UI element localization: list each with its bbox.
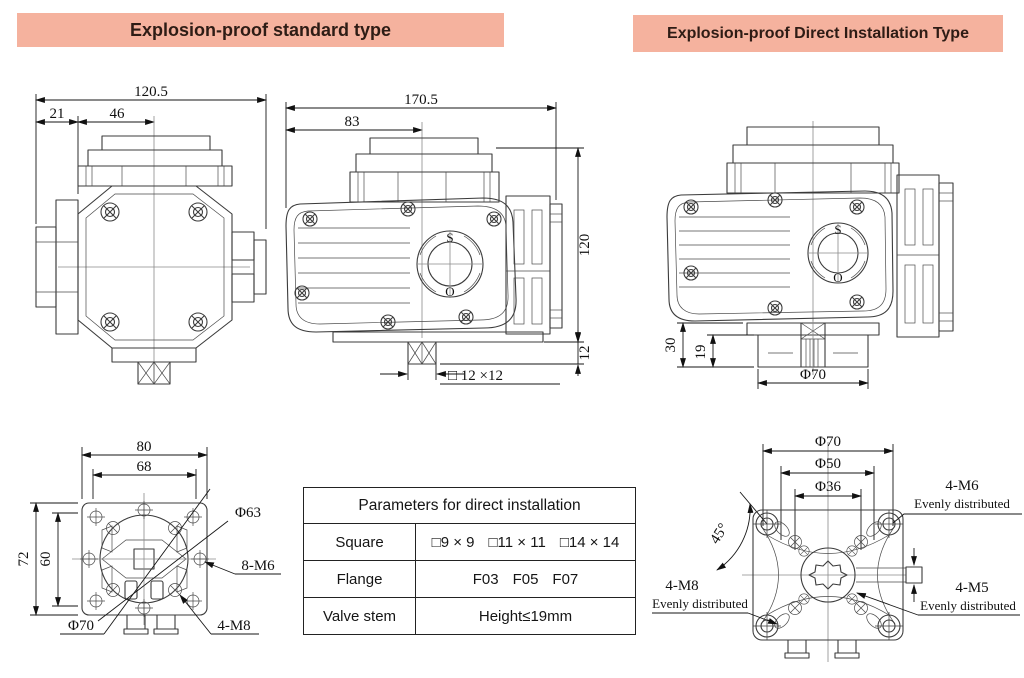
square-option-2: □11 × 11 (488, 533, 546, 551)
direct-indicator-open: O (833, 270, 842, 285)
label-4-m5: 4-M5 (955, 580, 988, 596)
direct-indicator-shut: S (834, 222, 841, 237)
dim-bottom-bolt-spacing-v: 60 (38, 552, 54, 567)
direct-bottom-plate (752, 509, 904, 659)
banner-direct-type-label: Explosion-proof Direct Installation Type (667, 24, 969, 42)
bottom-view-labels: Φ63 8-M6 Φ70 4-M8 (60, 488, 281, 635)
direct-bottom-view-drawing: Φ70 Φ50 Φ36 45° (652, 434, 1022, 662)
front-view-drawing: 120.5 21 46 (35, 84, 267, 385)
dim-bolt-circle-inner: Φ36 (815, 479, 841, 495)
dim-bottom-outer-width: 80 (137, 439, 152, 455)
dim-front-total-width: 120.5 (134, 84, 168, 100)
valve-stem-value: Height≤19mm (478, 607, 573, 625)
label-4-m8: 4-M8 (217, 618, 250, 634)
table-row-valve-stem: Valve stem Height≤19mm (304, 597, 635, 634)
direct-installation-table: Parameters for direct installation Squar… (303, 487, 636, 635)
bottom-view-dimensions: 80 68 72 60 (16, 439, 208, 616)
label-4-m5-note: Evenly distributed (920, 598, 1016, 613)
dim-bottom-outer-height: 72 (16, 552, 32, 567)
label-bolt-circle: Φ70 (68, 618, 94, 634)
dim-flange-height: 30 (663, 338, 679, 353)
dim-bolt-circle-outer: Φ70 (815, 434, 841, 450)
direct-bottom-labels: 4-M6 Evenly distributed 4-M8 Evenly dist… (652, 478, 1022, 625)
banner-standard-type-label: Explosion-proof standard type (129, 19, 392, 40)
label-4-m6-note: Evenly distributed (914, 496, 1010, 511)
dim-bolt-circle-mid: Φ50 (815, 456, 841, 472)
label-4-m8: 4-M8 (665, 578, 698, 594)
dim-front-cap-offset: 46 (110, 106, 126, 122)
dim-side-stem-square: □ 12 ×12 (448, 368, 503, 384)
front-view-dimensions: 120.5 21 46 (35, 84, 267, 229)
banner-standard-type: Explosion-proof standard type (17, 13, 504, 47)
table-row-flange-label: Flange (304, 561, 416, 597)
table-row-valve-stem-label: Valve stem (304, 598, 416, 634)
dim-flange-dia: Φ70 (800, 367, 826, 383)
label-8-m6: 8-M6 (241, 558, 275, 574)
label-4-m6: 4-M6 (945, 478, 979, 494)
dim-side-total-length: 170.5 (404, 92, 438, 108)
table-row-square: Square □9 × 9 □11 × 11 □14 × 14 (304, 523, 635, 560)
label-4-m8-note: Evenly distributed (652, 596, 748, 611)
side-view-body: S O (285, 137, 563, 365)
bottom-view-drawing: 80 68 72 60 (16, 439, 281, 635)
indicator-open-label: O (445, 284, 454, 299)
dim-side-stem-height: 12 (577, 346, 593, 361)
flange-option-3: F07 (552, 570, 579, 588)
side-view-drawing: 170.5 83 120 12 □ 12 ×12 (285, 92, 593, 385)
dim-front-side-offset: 21 (50, 106, 65, 122)
square-option-1: □9 × 9 (431, 533, 475, 551)
side-view-dimensions: 170.5 83 120 12 □ 12 ×12 (285, 92, 593, 385)
indicator-shut-label: S (446, 230, 453, 245)
direct-side-body: S O (666, 121, 954, 338)
dim-angle-45: 45° (707, 521, 732, 547)
flange-option-2: F05 (512, 570, 539, 588)
dim-stem-recess: 19 (693, 345, 709, 360)
label-body-dia: Φ63 (235, 505, 261, 521)
flange-option-1: F03 (472, 570, 499, 588)
dim-side-body-height: 120 (577, 234, 593, 257)
bottom-view-plate (72, 493, 216, 635)
square-option-3: □14 × 14 (559, 533, 620, 551)
direct-side-flange-section (746, 319, 880, 375)
dim-bottom-bolt-spacing-h: 68 (137, 459, 152, 475)
banner-direct-type: Explosion-proof Direct Installation Type (633, 15, 1003, 52)
table-row-flange: Flange F03 F05 F07 (304, 560, 635, 597)
front-view-body (35, 116, 267, 385)
table-title: Parameters for direct installation (358, 496, 581, 514)
dim-side-cap-length: 83 (345, 114, 360, 130)
table-row-square-label: Square (304, 524, 416, 560)
direct-side-view-drawing: S O 30 (663, 121, 954, 389)
direct-side-dimensions: 30 19 Φ70 (663, 322, 869, 389)
